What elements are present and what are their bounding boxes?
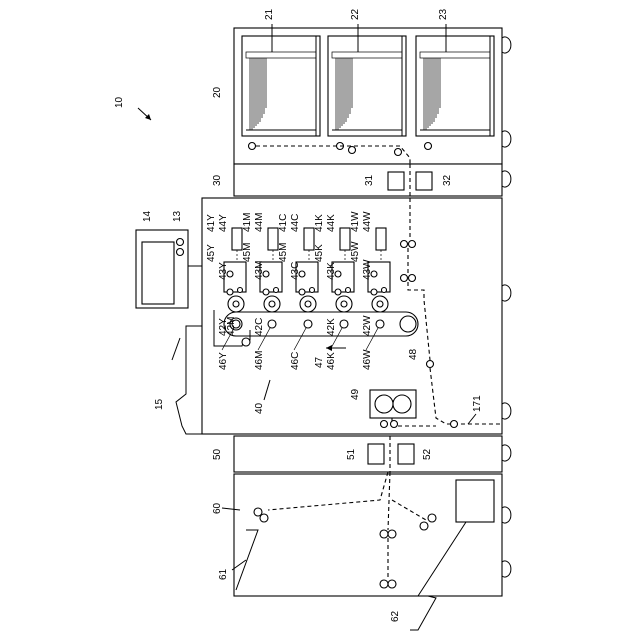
- label-23: 23: [438, 8, 449, 20]
- label-44: 44Y: [218, 214, 229, 232]
- label-20: 20: [212, 86, 223, 98]
- label-45: 45M: [242, 243, 253, 262]
- label-46: 46W: [362, 349, 373, 370]
- label-40: 40: [254, 402, 265, 414]
- supply-roller: [274, 288, 279, 293]
- label-22: 22: [350, 8, 361, 20]
- transfer-roller: [376, 320, 384, 328]
- panel-button-1[interactable]: [177, 239, 184, 246]
- transfer-roller: [304, 320, 312, 328]
- label-46: 46K: [326, 352, 337, 370]
- transfer-roller: [268, 320, 276, 328]
- label-48: 48: [408, 348, 419, 360]
- charging-roller: [299, 289, 305, 295]
- transfer-roller: [340, 320, 348, 328]
- drum-core: [269, 301, 275, 307]
- label-171: 171: [472, 395, 483, 412]
- label-46: 46C: [290, 352, 301, 370]
- supply-roller: [238, 288, 243, 293]
- label-44: 44C: [290, 214, 301, 232]
- label-60: 60: [212, 502, 223, 514]
- panel-display[interactable]: [142, 242, 174, 304]
- label-43: 43K: [326, 262, 337, 280]
- exposure-unit: [304, 228, 314, 250]
- supply-roller: [346, 288, 351, 293]
- label-44: 44K: [326, 214, 337, 232]
- label-14: 14: [142, 210, 153, 222]
- label-51: 51: [346, 448, 357, 460]
- label-43: 43C: [290, 262, 301, 280]
- charging-roller: [371, 289, 377, 295]
- unit-30: 30 31 32: [212, 164, 511, 196]
- label-43: 43W: [362, 259, 373, 280]
- label-30: 30: [212, 174, 223, 186]
- label-61: 61: [218, 568, 229, 580]
- label-15: 15: [154, 398, 165, 410]
- label-45: 45M: [278, 243, 289, 262]
- label-45: 45W: [350, 241, 361, 262]
- exposure-unit: [376, 228, 386, 250]
- drum-core: [233, 301, 239, 307]
- charging-roller: [227, 289, 233, 295]
- charging-roller: [335, 289, 341, 295]
- unit-40: 14 13 15 47 48 49: [136, 198, 511, 434]
- label-46: 46M: [254, 351, 265, 370]
- panel-button-2[interactable]: [177, 249, 184, 256]
- label-45: 45Y: [206, 244, 217, 262]
- exposure-unit: [268, 228, 278, 250]
- exposure-unit: [340, 228, 350, 250]
- label-13: 13: [172, 210, 183, 222]
- label-50: 50: [212, 448, 223, 460]
- label-42: 42K: [326, 318, 337, 336]
- drum-core: [377, 301, 383, 307]
- label-41: 41K: [314, 214, 325, 232]
- label-42: 42W: [362, 315, 373, 336]
- label-46: 46Y: [218, 352, 229, 370]
- label-44: 44M: [254, 213, 265, 232]
- label-43: 43Y: [218, 262, 229, 280]
- label-43: 43M: [254, 261, 265, 280]
- label-41: 41C: [278, 214, 289, 232]
- label-52: 52: [422, 448, 433, 460]
- label-45: 45K: [314, 244, 325, 262]
- output-tray-15: [176, 326, 202, 434]
- label-62: 62: [390, 610, 401, 622]
- label-31: 31: [364, 174, 375, 186]
- label-41: 41W: [350, 211, 361, 232]
- label-32: 32: [442, 174, 453, 186]
- unit-60: 61 60 62: [212, 472, 511, 630]
- drum-core: [341, 301, 347, 307]
- label-44: 44W: [362, 211, 373, 232]
- label-41: 41Y: [206, 214, 217, 232]
- supply-roller: [310, 288, 315, 293]
- feeder-unit-20: 20 21: [212, 8, 511, 164]
- exposure-unit: [232, 228, 242, 250]
- label-21: 21: [264, 8, 275, 20]
- charging-roller: [263, 289, 269, 295]
- label-apparatus: 10: [114, 96, 125, 108]
- label-49: 49: [350, 388, 361, 400]
- drum-core: [305, 301, 311, 307]
- label-42: 42C: [254, 318, 265, 336]
- unit-50: 50 51 52: [212, 436, 511, 472]
- label-47: 47: [314, 356, 325, 368]
- supply-roller: [382, 288, 387, 293]
- label-41: 41M: [242, 213, 253, 232]
